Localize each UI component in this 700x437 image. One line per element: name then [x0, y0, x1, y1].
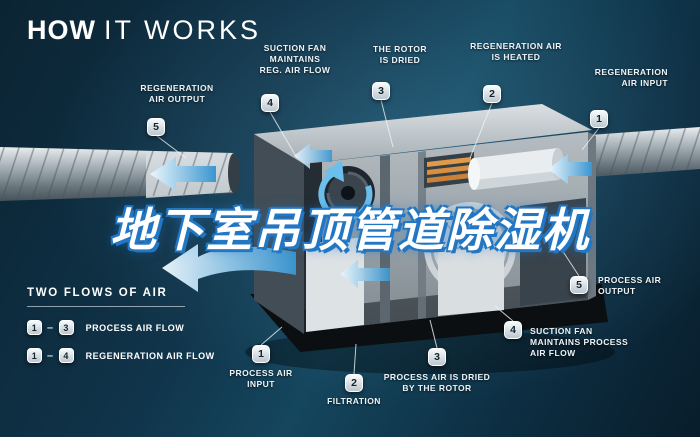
heater-element	[424, 152, 474, 188]
regeneration-cylinder	[468, 148, 564, 190]
step-badge-2-top: 2	[483, 85, 501, 103]
legend-row-regeneration-air: 1 – 4 REGENERATION AIR FLOW	[27, 348, 215, 363]
legend-label: PROCESS AIR FLOW	[85, 322, 185, 333]
title-bold: HOW	[27, 15, 96, 45]
regeneration-output-arrow	[150, 157, 216, 191]
step-badge-4-top: 4	[261, 94, 279, 112]
duct-junction-arrow	[294, 143, 332, 169]
chinese-watermark: 地下室吊顶管道除湿机	[110, 204, 590, 256]
title-light: IT WORKS	[103, 15, 261, 45]
regeneration-input-arrow	[548, 154, 592, 184]
step-badge: 1	[27, 320, 42, 335]
control-box	[438, 246, 504, 316]
step-badge-5-bottom: 5	[570, 276, 588, 294]
second-divider	[418, 151, 426, 319]
callout-suction-fan-process: SUCTION FAN MAINTAINS PROCESS AIR FLOW	[530, 326, 629, 359]
step-badge-5-top: 5	[147, 118, 165, 136]
step-badge-2-bottom: 2	[345, 374, 363, 392]
process-fan	[321, 166, 375, 220]
step-badge-3-top: 3	[372, 82, 390, 100]
callout-filtration: FILTRATION	[327, 396, 381, 406]
fan-swirl-arrow	[318, 160, 373, 222]
unit-top-face	[254, 104, 592, 164]
legend-heading: TWO FLOWS OF AIR	[27, 287, 185, 307]
callout-process-air-input: PROCESS AIR INPUT	[229, 368, 293, 390]
callout-regeneration-air-output: REGENERATION AIR OUTPUT	[140, 83, 214, 105]
legend-label: REGENERATION AIR FLOW	[85, 350, 215, 361]
legend-row-process-air: 1 – 3 PROCESS AIR FLOW	[27, 320, 215, 335]
unit-left-panel	[254, 134, 304, 334]
callout-rotor-dried: THE ROTOR IS DRIED	[373, 44, 427, 66]
range-dash: –	[47, 321, 54, 334]
interior-flow-arrow	[340, 260, 390, 288]
callout-suction-fan-reg: SUCTION FAN MAINTAINS REG. AIR FLOW	[259, 43, 331, 76]
right-compartment	[520, 198, 586, 306]
legend-two-flows: TWO FLOWS OF AIR 1 – 3 PROCESS AIR FLOW …	[27, 287, 215, 376]
range-dash: –	[47, 349, 54, 362]
callout-process-air-dried: PROCESS AIR IS DRIED BY THE ROTOR	[383, 372, 491, 394]
airflow-arrows	[150, 143, 592, 292]
step-badge-4-bottom: 4	[504, 321, 522, 339]
step-badge: 1	[27, 348, 42, 363]
step-badge: 3	[58, 320, 74, 335]
step-badge-1-top: 1	[590, 110, 608, 128]
step-badge-1-bottom: 1	[252, 345, 270, 363]
filter-panel	[306, 237, 364, 332]
step-badge: 4	[58, 348, 74, 363]
callout-regeneration-air-input: REGENERATION AIR INPUT	[594, 67, 668, 89]
leader-lines	[156, 99, 600, 375]
step-badge-3-bottom: 3	[428, 348, 446, 366]
callout-regeneration-air-heated: REGENERATION AIR IS HEATED	[470, 41, 562, 63]
process-output-swoosh-arrow	[162, 244, 296, 292]
callout-process-air-output: PROCESS AIR OUTPUT	[598, 275, 662, 297]
